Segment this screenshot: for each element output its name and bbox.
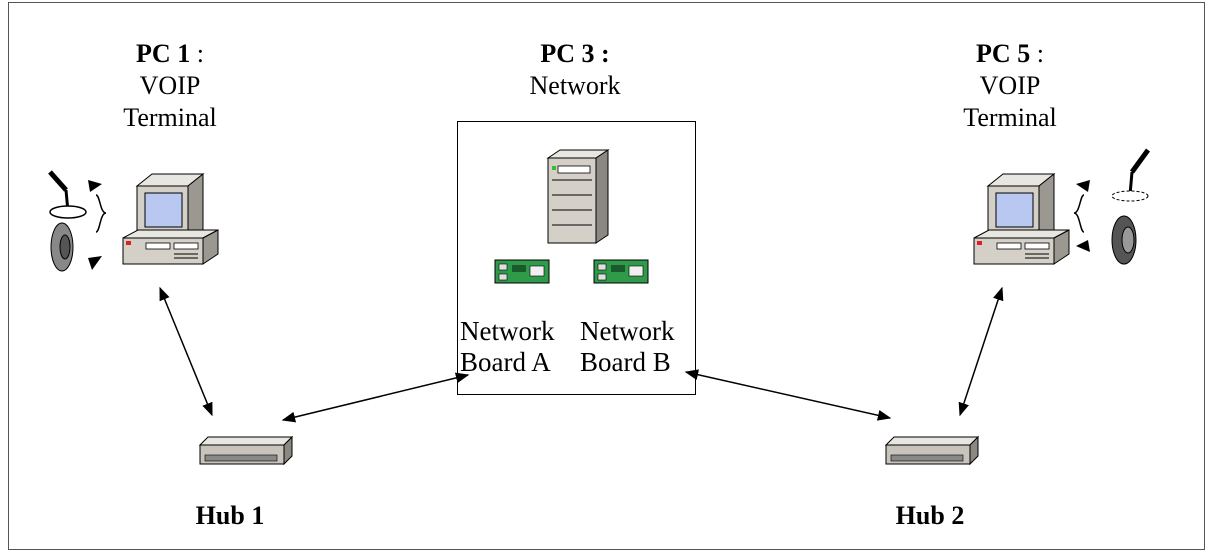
- pc5-brace-icon: [1073, 180, 1090, 252]
- arrow-pc1-hub1: [159, 286, 213, 417]
- arrow-pc5-hub2: [958, 286, 1004, 417]
- pc3-line1: Network: [529, 71, 621, 100]
- network-board-a-icon: [494, 259, 550, 284]
- pc5-sep: :: [1030, 39, 1044, 68]
- hub2-label: Hub 2: [880, 500, 980, 532]
- network-board-b-icon: [593, 259, 649, 284]
- pc1-line1: VOIP: [139, 71, 201, 100]
- pc1-label: PC 1 : VOIP Terminal: [110, 38, 230, 134]
- pc3-name: PC 3: [540, 39, 595, 68]
- pc3-label: PC 3 : Network: [500, 38, 650, 108]
- pc5-microphone-icon: [1111, 148, 1151, 202]
- board-a-line1: Network: [460, 316, 555, 346]
- board-b-line1: Network: [580, 316, 675, 346]
- board-b-line2: Board B: [580, 347, 671, 377]
- board-a-label: Network Board A: [460, 316, 554, 378]
- pc5-label: PC 5 : VOIP Terminal: [950, 38, 1070, 134]
- pc3-server-icon: [546, 149, 610, 244]
- hub1-text: Hub 1: [195, 501, 265, 530]
- pc1-name: PC 1: [136, 39, 191, 68]
- pc1-line2: Terminal: [123, 103, 217, 132]
- pc5-line2: Terminal: [963, 103, 1057, 132]
- pc5-computer-icon: [973, 172, 1070, 265]
- arrow-hub1-board-a: [281, 372, 470, 423]
- hub2-icon: [884, 435, 980, 466]
- board-a-line2: Board A: [460, 347, 551, 377]
- pc1-speaker-icon: [50, 222, 74, 272]
- diagram-frame: [8, 2, 1205, 550]
- pc5-line1: VOIP: [979, 71, 1041, 100]
- pc3-box: Network Board A Network Board B: [457, 121, 696, 395]
- pc1-microphone-icon: [48, 170, 87, 219]
- arrow-board-b-hub2: [684, 369, 892, 421]
- pc5-name: PC 5: [976, 39, 1031, 68]
- hub2-text: Hub 2: [895, 501, 965, 530]
- pc1-sep: :: [190, 39, 204, 68]
- hub1-icon: [198, 435, 294, 466]
- pc1-computer-icon: [122, 172, 219, 265]
- pc1-brace-icon: [88, 180, 107, 270]
- hub1-label: Hub 1: [180, 500, 280, 532]
- pc3-sep: :: [594, 39, 610, 68]
- board-b-label: Network Board B: [580, 316, 674, 378]
- pc5-speaker-icon: [1111, 215, 1137, 265]
